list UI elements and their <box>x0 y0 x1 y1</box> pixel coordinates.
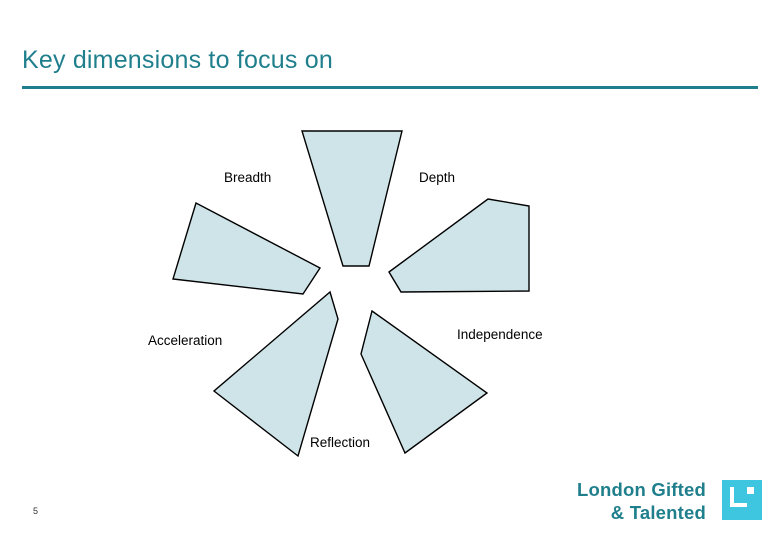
logo-dot-shape <box>747 487 754 494</box>
page-title: Key dimensions to focus on <box>22 46 333 74</box>
page-number: 5 <box>33 506 39 516</box>
petal-label-acceleration: Acceleration <box>148 333 223 348</box>
logo-line-2: & Talented <box>610 502 706 523</box>
title-divider <box>22 86 758 89</box>
logo-wordmark: London Gifted & Talented <box>577 478 706 524</box>
petal-shape-independence <box>388 198 530 293</box>
logo: London Gifted & Talented <box>542 478 762 526</box>
petal-label-reflection: Reflection <box>310 435 371 450</box>
logo-line-1: London Gifted <box>577 479 706 500</box>
petal-shape-depth <box>301 130 403 267</box>
petal-shape-reflection <box>360 309 489 455</box>
petal-label-independence: Independence <box>457 327 543 342</box>
petal-shape-acceleration <box>212 290 339 458</box>
petal-label-breadth: Breadth <box>224 170 272 185</box>
petal-shape-breadth <box>172 201 322 295</box>
petal-diagram <box>0 96 780 466</box>
logo-mark-icon <box>722 480 762 520</box>
logo-notch-shape <box>730 487 747 507</box>
petal-label-depth: Depth <box>419 170 456 185</box>
